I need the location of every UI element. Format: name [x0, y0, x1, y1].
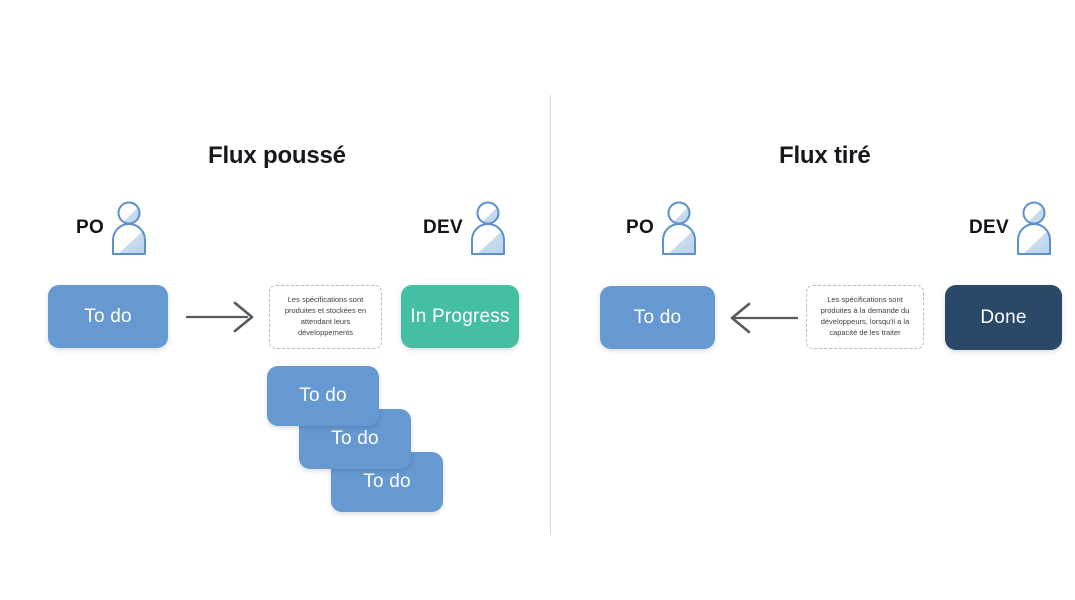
person-icon [467, 200, 509, 256]
panel-title-pull: Flux tiré [779, 142, 871, 169]
actor-dev-pull: DEV [969, 200, 1055, 256]
actor-label-po: PO [626, 216, 655, 238]
note-push-text: Les spécifications sont produites et sto… [284, 295, 367, 337]
person-icon [658, 200, 700, 256]
actor-label-dev: DEV [423, 216, 463, 238]
note-push: Les spécifications sont produites et sto… [269, 285, 382, 349]
arrow-right-icon [186, 300, 260, 339]
panel-divider [550, 95, 551, 535]
actor-label-dev: DEV [969, 216, 1009, 238]
person-icon [108, 200, 150, 256]
actor-po-push: PO [76, 200, 150, 256]
panel-title-push: Flux poussé [208, 142, 346, 169]
actor-po-pull: PO [626, 200, 700, 256]
person-icon [1013, 200, 1055, 256]
card-to-do-stack-1[interactable]: To do [267, 366, 379, 426]
card-to-do-push[interactable]: To do [48, 285, 168, 348]
actor-dev-push: DEV [423, 200, 509, 256]
note-pull: Les spécifications sont produites à la d… [806, 285, 924, 349]
card-done[interactable]: Done [945, 285, 1062, 350]
note-pull-text: Les spécifications sont produites à la d… [820, 295, 910, 337]
actor-label-po: PO [76, 216, 105, 238]
arrow-left-icon [724, 302, 798, 339]
card-to-do-pull[interactable]: To do [600, 286, 715, 349]
card-in-progress[interactable]: In Progress [401, 285, 519, 348]
